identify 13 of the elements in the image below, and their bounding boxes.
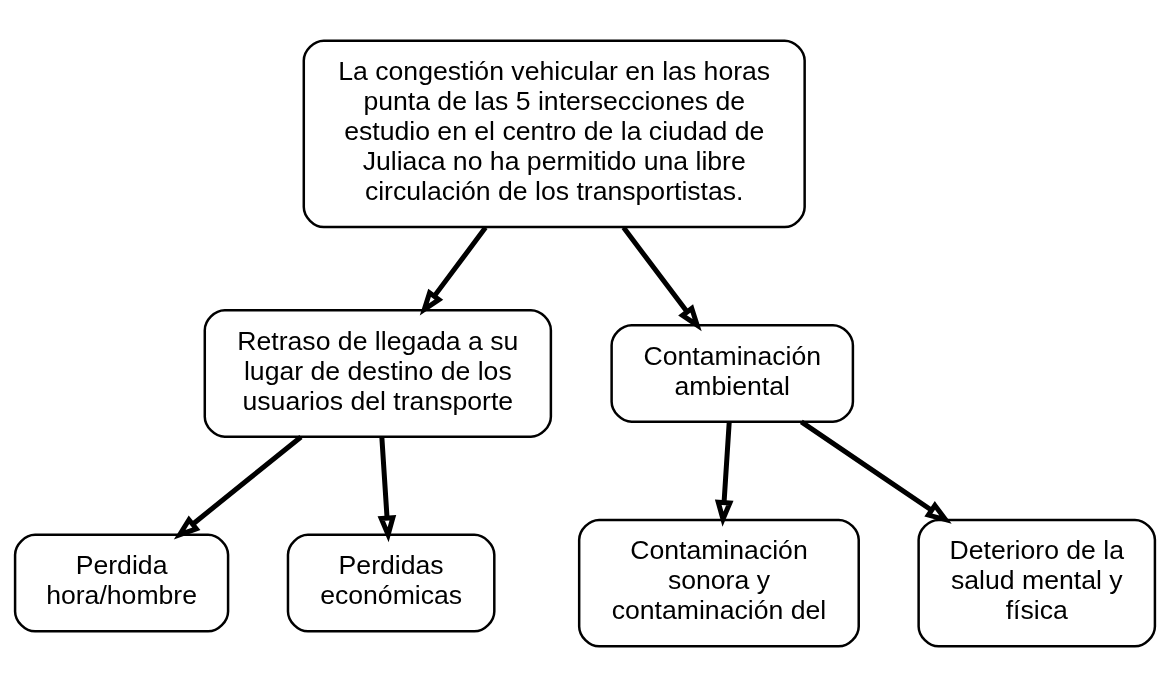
node-box: Perdida hora/hombre xyxy=(13,533,230,633)
node-box: Contaminación sonora y contaminación del xyxy=(577,518,860,648)
arrow xyxy=(377,436,397,542)
arrow xyxy=(173,434,303,539)
arrow xyxy=(621,225,702,331)
node-box: Deterioro de la salud mental y física xyxy=(917,518,1157,648)
node-box: Contaminación ambiental xyxy=(610,323,855,423)
node-box: Perdidas económicas xyxy=(286,533,496,633)
arrow xyxy=(714,421,734,527)
arrow xyxy=(799,419,952,524)
arrow xyxy=(419,225,488,316)
node-box: La congestión vehicular en las horas punta de las 5 intersecciones de estudio en el centro de la ciudad de Juliaca no ha permitido una libre circulación de los transportistas. xyxy=(302,38,806,228)
node-box: Retraso de llegada a su lugar de destino de los usuarios del transporte xyxy=(203,308,553,438)
